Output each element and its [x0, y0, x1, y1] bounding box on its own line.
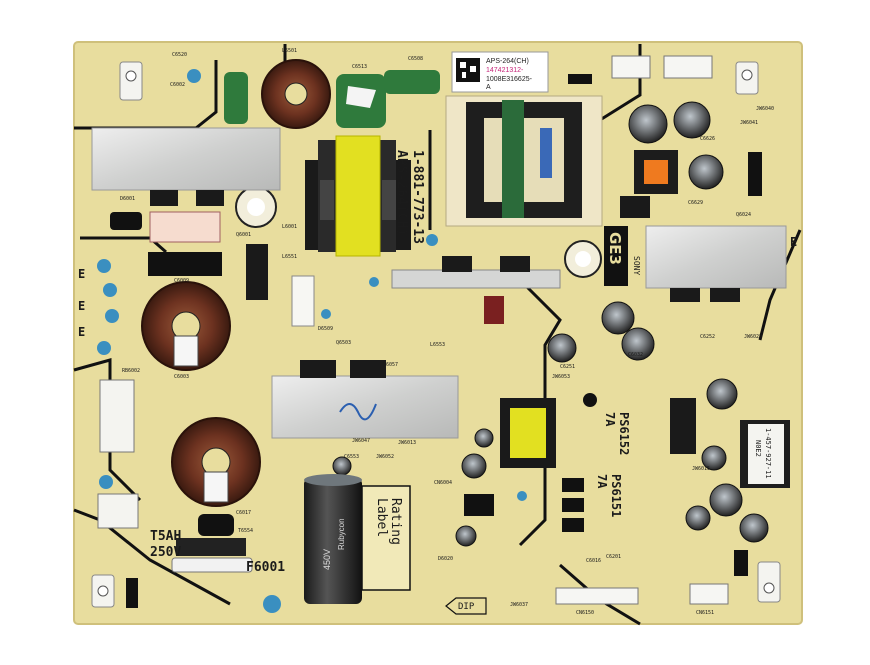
ref-designator: D6020 [438, 556, 453, 562]
sticker-serial: 147421312- [486, 67, 524, 74]
standby-transformer: 1-457-927-11 N0E2 [740, 420, 790, 488]
sticker-part: 1008E316625- [486, 76, 533, 83]
ps-a-rating: 7A [603, 412, 617, 427]
board-part-number: 1-881-773-13 [410, 150, 425, 244]
heatsink-scribble [339, 403, 377, 421]
ref-designator: C6252 [700, 334, 715, 340]
connector-ref-a: CN6150 [576, 610, 594, 616]
sticker-rev: A [486, 84, 491, 91]
barcode-sticker: APS-264(CH) 147421312- 1008E316625- A [451, 51, 549, 93]
heatsink-center [271, 375, 459, 439]
ref-designator: C6626 [700, 136, 715, 142]
ref-designator: JW6013 [398, 440, 416, 446]
ref-designator: D6509 [318, 326, 333, 332]
ref-designator: C6553 [344, 454, 359, 460]
ref-designator: JW6041 [740, 120, 758, 126]
ref-designator: C6251 [560, 364, 575, 370]
ref-designator: JW6057 [380, 362, 398, 368]
heatsink-bar [391, 269, 561, 289]
heatsink-right [645, 225, 787, 289]
ref-designator: C6017 [236, 510, 251, 516]
ref-designator: JW6040 [756, 106, 774, 112]
green-film-cap-3 [384, 70, 440, 94]
small-inductor [634, 150, 678, 194]
ref-designator: C6508 [408, 56, 423, 62]
ref-designator: T6554 [238, 528, 253, 534]
connectors-top [568, 55, 713, 84]
ref-designator: JW6053 [552, 374, 570, 380]
ps-a-ref: PS6152 [617, 412, 631, 455]
board-model-print: APS-264(CH) [394, 150, 409, 236]
rating-label-line-2: Label [374, 498, 389, 537]
ps-b-ref: PS6151 [609, 474, 623, 517]
edge-mark-left-2: E [78, 299, 85, 313]
bulk-cap-label-1: Rubycon [337, 518, 346, 550]
ics [464, 152, 762, 576]
ref-designator: C6002 [170, 82, 185, 88]
green-film-cap-1 [224, 72, 248, 124]
ref-designator: C6629 [688, 200, 703, 206]
ref-designator: JW6028 [744, 334, 762, 340]
fuse-rating-1: T5AH [150, 529, 181, 544]
bulk-capacitor: Rubycon 450V [304, 474, 362, 604]
blue-caps [97, 69, 527, 613]
left-components [97, 211, 315, 608]
ref-designator: C6201 [606, 554, 621, 560]
toroid-middle [141, 281, 231, 371]
ref-designator: L6501 [282, 48, 297, 54]
ps-b-rating: 7A [595, 474, 609, 489]
bulk-cap-label-2: 450V [322, 549, 332, 570]
toroid-bottom [171, 417, 261, 507]
rating-label-box: Rating Label [361, 485, 411, 591]
connectors-bottom [555, 583, 729, 605]
ref-designator: JW6052 [376, 454, 394, 460]
pfc-transformer [305, 135, 411, 257]
ref-designator: JW6015 [692, 466, 710, 472]
dip-mark-box: DIP [445, 597, 487, 615]
ref-designator: D6001 [120, 196, 135, 202]
ref-designator: C6513 [352, 64, 367, 70]
ref-designator: C6003 [174, 374, 189, 380]
dip-mark: DIP [458, 602, 475, 612]
ref-designator: JW6047 [352, 438, 370, 444]
ref-designator: L6553 [430, 342, 445, 348]
toroid-top [261, 59, 331, 129]
aux-transformer [500, 398, 556, 468]
ref-designator: Q6503 [336, 340, 351, 346]
main-transformer [445, 95, 603, 227]
ge-mark: GE3 [606, 232, 624, 265]
heatsink-left [91, 127, 281, 191]
ref-designator: Q6024 [736, 212, 751, 218]
fuse-rating-2: 250V [150, 545, 181, 560]
cap-sticker [346, 86, 376, 108]
ref-designator: C6032 [628, 352, 643, 358]
transistors [150, 190, 740, 454]
ref-designator: L6551 [282, 254, 297, 260]
ref-designator: RB6002 [122, 368, 140, 374]
edge-mark-left-1: E [78, 267, 85, 281]
electrolytic-caps [332, 101, 769, 547]
sticker-model: APS-264(CH) [486, 58, 529, 65]
ref-designator: C6009 [174, 278, 189, 284]
ref-designator: CN6004 [434, 480, 452, 486]
edge-mark-left-3: E [78, 325, 85, 339]
connector-ref-b: CN6151 [696, 610, 714, 616]
ref-designator: L6001 [282, 224, 297, 230]
ge-mark-badge: GE3 [604, 226, 628, 286]
transformer-label-1: 1-457-927-11 [764, 428, 772, 479]
brand-print: SONY [632, 256, 641, 275]
rating-label-line-1: Rating [388, 498, 403, 545]
ref-designator: C6520 [172, 52, 187, 58]
ref-designator: C6016 [586, 558, 601, 564]
transformer-label-2: N0E2 [754, 440, 762, 457]
fuse-ref: F6001 [246, 560, 285, 575]
ref-designator: Q6001 [236, 232, 251, 238]
edge-mark-right: E [790, 235, 797, 249]
ref-designator: JW6037 [510, 602, 528, 608]
